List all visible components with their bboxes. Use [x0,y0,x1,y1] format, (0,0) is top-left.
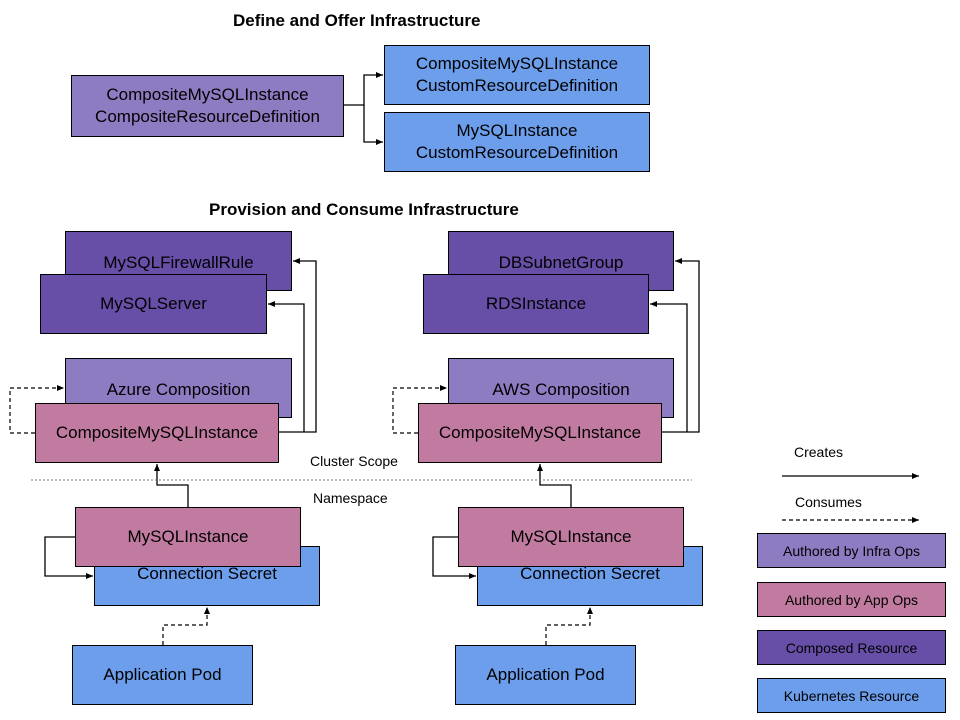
azure-pod-box: Application Pod [72,645,253,705]
xrd-to-crd-claim-arrow [363,105,383,145]
aws-claim-to-secret-arrow [432,536,476,579]
crd-claim-box: MySQLInstance CustomResourceDefinition [384,112,650,172]
heading-define-offer: Define and Offer Infrastructure [233,11,481,30]
azure-claim-to-secret-arrow [44,536,93,579]
xrd-to-crd-composite-arrow [343,72,383,106]
aws-pod-box: Application Pod [455,645,636,705]
legend-composed-resource: Composed Resource [757,630,946,665]
azure-composite-box: CompositeMySQLInstance [35,403,279,463]
azure-server-box: MySQLServer [40,274,267,334]
aws-pod-consumes-secret-arrow [545,607,593,645]
aws-rds-box: RDSInstance [423,274,649,334]
azure-composite-to-server-arrow [268,301,305,432]
legend-kubernetes-resource: Kubernetes Resource [757,678,946,713]
legend-app-ops: Authored by App Ops [757,582,946,617]
aws-composite-box: CompositeMySQLInstance [418,403,662,463]
azure-composite-to-firewall-arrow [279,258,317,433]
aws-composite-to-subnet-arrow [662,258,700,433]
namespace-label: Namespace [313,490,388,506]
azure-claim-to-composite-arrow [154,464,189,507]
legend-creates-label: Creates [794,444,844,460]
aws-claim-box: MySQLInstance [458,507,684,567]
heading-provision-consume: Provision and Consume Infrastructure [209,200,519,219]
azure-pod-consumes-secret-arrow [162,607,210,645]
crd-composite-box: CompositeMySQLInstance CustomResourceDef… [384,45,650,105]
legend-infra-ops: Authored by Infra Ops [757,533,946,568]
cluster-scope-label: Cluster Scope [310,453,398,469]
legend-consumes-label: Consumes [795,494,862,510]
aws-claim-to-composite-arrow [537,464,572,507]
aws-composite-to-rds-arrow [650,301,688,432]
azure-claim-box: MySQLInstance [75,507,301,567]
xrd-box: CompositeMySQLInstance CompositeResource… [71,75,344,137]
